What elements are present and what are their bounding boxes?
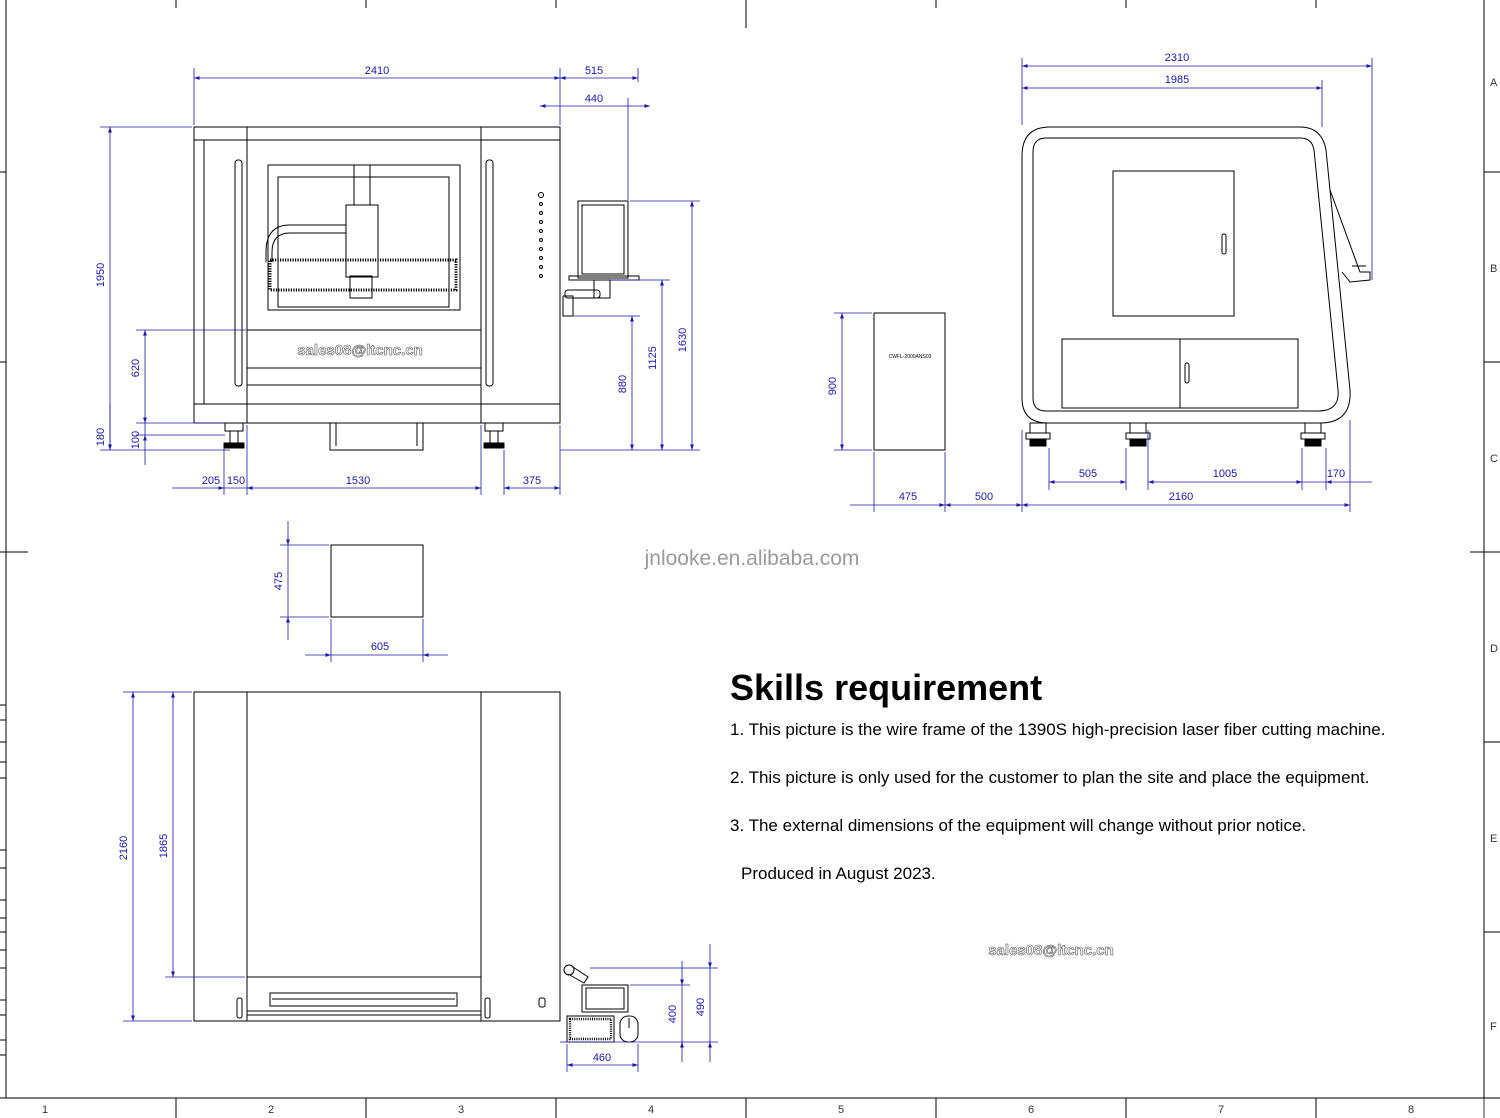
dim-overall-depth: 2310 [1165, 52, 1189, 64]
dim-foot-height: 100 [130, 431, 142, 449]
frame-row-labels: A B C D E F [1490, 77, 1498, 1033]
dim-console-total: 490 [695, 998, 707, 1016]
dim-right-panel: 375 [523, 475, 541, 487]
front-view [193, 126, 640, 451]
note-item-3: 3. The external dimensions of the equipm… [730, 816, 1307, 835]
frame-col-label: 2 [268, 1104, 274, 1116]
frame-col-label: 1 [42, 1104, 48, 1116]
frame-row-label: E [1490, 833, 1497, 845]
dim-panel-height: 620 [130, 359, 142, 377]
dim-foot-span-left: 505 [1079, 468, 1097, 480]
frame-row-label: A [1490, 77, 1498, 89]
dim-side-panel: 515 [585, 65, 603, 77]
dim-foot-span-mid: 1005 [1213, 468, 1237, 480]
top-view [193, 691, 639, 1043]
frame-row-label: B [1490, 263, 1497, 275]
side-view-dimension-lines [834, 58, 1373, 512]
frame-col-label: 7 [1218, 1104, 1224, 1116]
frame-column-labels: 1 2 3 4 5 6 7 8 [42, 1104, 1414, 1116]
frame-col-label: 6 [1028, 1104, 1034, 1116]
dim-bed-width: 1530 [346, 475, 370, 487]
produced-date: Produced in August 2023. [741, 864, 936, 883]
dim-cabinet-width: 475 [899, 491, 917, 503]
dim-height-1125: 1125 [647, 346, 659, 370]
chiller-top-view: 475 605 [273, 521, 448, 662]
dim-base-depth: 2160 [1169, 491, 1193, 503]
dim-overall-height: 1950 [95, 263, 107, 287]
top-view-dimension-lines [123, 691, 718, 1072]
dim-left-panel: 150 [227, 475, 245, 487]
dim-console-depth: 400 [667, 1005, 679, 1023]
dim-foot-span-right: 170 [1327, 468, 1345, 480]
dim-chiller-depth: 475 [273, 572, 285, 590]
dim-base-height: 180 [95, 428, 107, 446]
dim-height-1630: 1630 [677, 328, 689, 352]
dim-overall-width: 2410 [365, 65, 389, 77]
dim-gap-to-cabinet: 500 [975, 491, 993, 503]
chiller-label: CWFL-2000ANS03 [889, 354, 932, 360]
email-watermark-front: sales08@ltcnc.cn [297, 342, 423, 359]
frame-row-label: C [1490, 453, 1498, 465]
front-view-dimension-labels: 2410 515 440 1950 620 180 100 880 1125 1… [95, 65, 689, 487]
note-item-2: 2. This picture is only used for the cus… [730, 768, 1370, 787]
site-watermark: jnlooke.en.alibaba.com [644, 547, 860, 570]
dim-cabinet-height: 900 [827, 377, 839, 395]
dim-chiller-width: 605 [371, 641, 389, 653]
frame-row-label: D [1490, 643, 1498, 655]
dim-left-margin: 205 [202, 475, 220, 487]
frame-col-label: 8 [1408, 1104, 1414, 1116]
dim-monitor-offset: 440 [585, 93, 603, 105]
frame-col-label: 5 [838, 1104, 844, 1116]
note-item-1: 1. This picture is the wire frame of the… [730, 720, 1386, 739]
dim-body-depth: 1985 [1165, 74, 1189, 86]
frame-col-label: 3 [458, 1104, 464, 1116]
frame-col-label: 4 [648, 1104, 654, 1116]
dim-console-width: 460 [593, 1052, 611, 1064]
dim-top-overall-depth: 2160 [118, 836, 130, 860]
email-watermark-notes: sales08@ltcnc.cn [988, 942, 1114, 959]
dim-top-inner-depth: 1865 [158, 834, 170, 858]
notes-block: Skills requirement 1. This picture is th… [730, 667, 1490, 883]
side-view-dimension-labels: 2310 1985 505 1005 170 2160 500 475 900 [827, 52, 1345, 503]
frame-row-label: F [1490, 1021, 1497, 1033]
front-view-dimension-lines [100, 68, 700, 495]
side-view [873, 126, 1371, 451]
dim-height-880: 880 [617, 375, 629, 393]
notes-heading: Skills requirement [730, 667, 1043, 708]
top-view-dimension-labels: 2160 1865 400 490 460 [118, 834, 707, 1064]
